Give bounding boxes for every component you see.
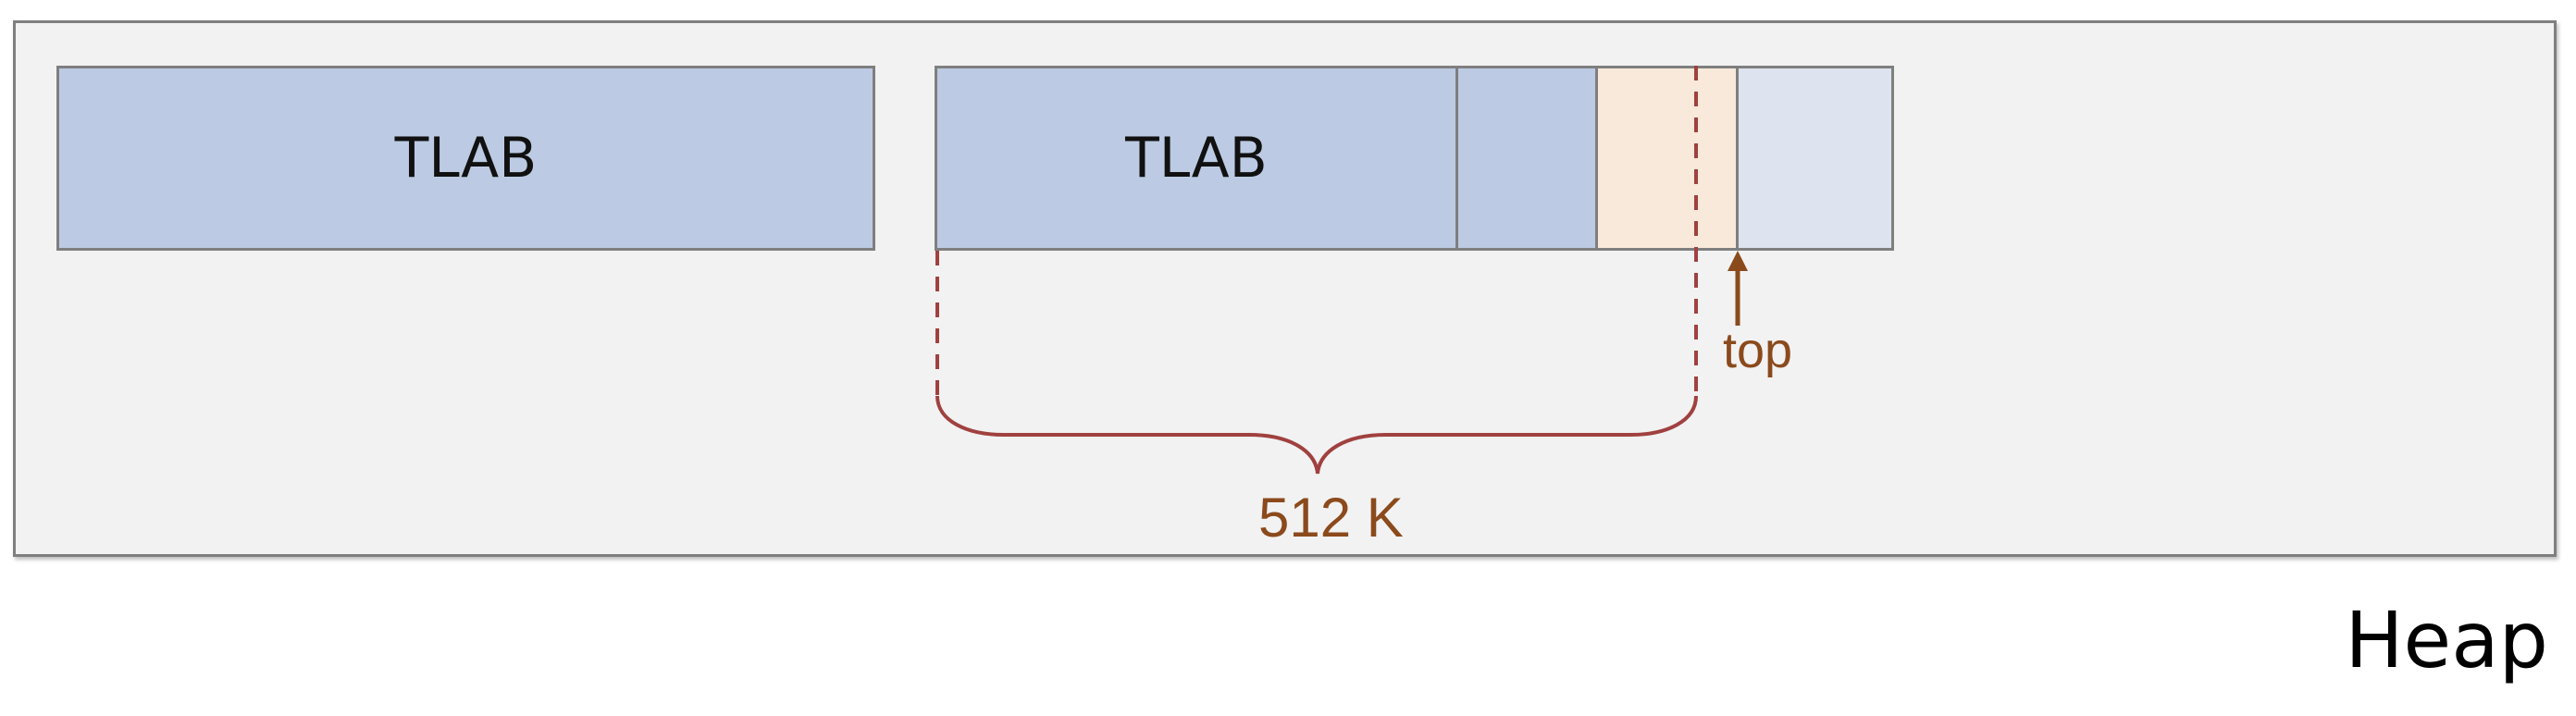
top-pointer-arrow-head	[1728, 251, 1748, 271]
pending-allocation-segment	[1595, 66, 1739, 251]
span-brace	[935, 395, 1698, 475]
tlab-block-2: TLAB	[935, 66, 1458, 251]
tlab-label: TLAB	[1125, 126, 1268, 191]
heap-label: Heap	[2345, 595, 2548, 685]
tlab-label: TLAB	[394, 126, 538, 191]
allocated-segment	[1455, 66, 1598, 251]
top-pointer-label: top	[1723, 323, 1793, 378]
span-size-label: 512 K	[1258, 487, 1404, 549]
free-segment	[1736, 66, 1894, 251]
tlab-block-1: TLAB	[56, 66, 875, 251]
